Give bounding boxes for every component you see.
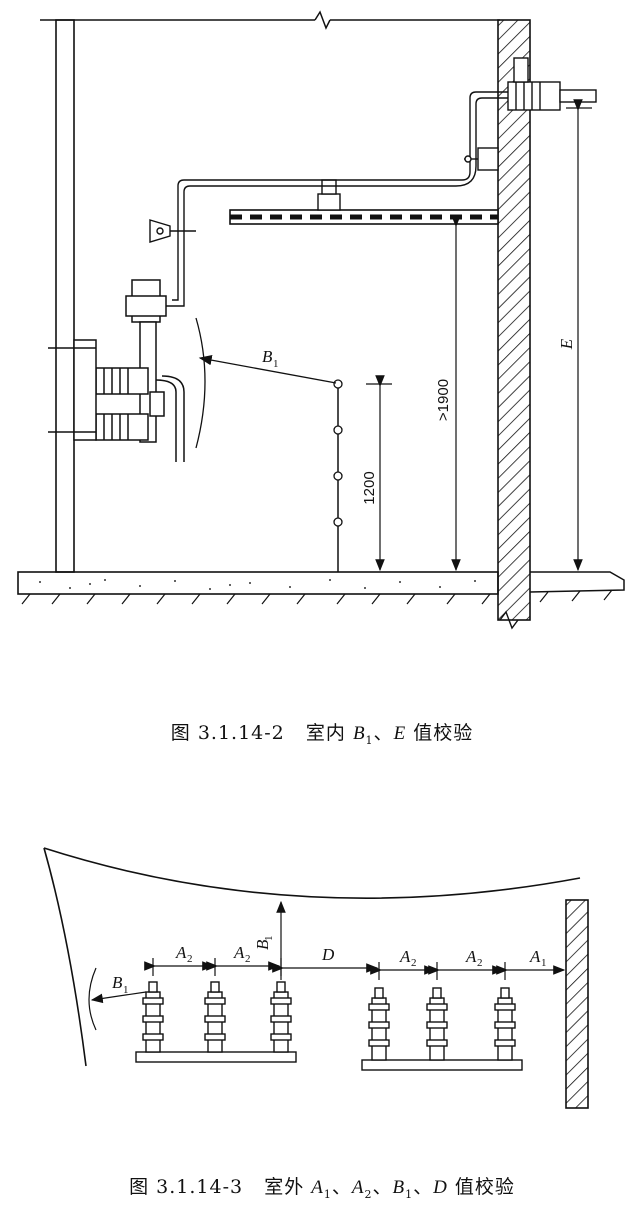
b1-label: B: [262, 347, 273, 366]
post-insulator: [317, 179, 341, 211]
insulator-group-right: [361, 987, 523, 1071]
figure2-caption: 图 3.1.14-3 室外 A1、A2、B1、D 值校验: [129, 1176, 515, 1201]
svg-text:2: 2: [245, 953, 251, 965]
overhead-conductor: [43, 847, 581, 899]
outdoor-ground: [529, 571, 625, 593]
left-envelope: [43, 847, 87, 1067]
floor-ground-hatch: [21, 593, 491, 605]
insulator-group-left: [135, 981, 297, 1063]
a2-label-1: A: [175, 943, 187, 962]
a1-label: A: [529, 947, 541, 966]
svg-text:1: 1: [263, 936, 275, 942]
svg-text:2: 2: [187, 953, 193, 965]
b1-clearance-arc: [195, 317, 206, 449]
busbar-conductor: [166, 91, 510, 307]
b1-side-label: B: [112, 973, 123, 992]
b1-label-sub: 1: [273, 358, 279, 370]
left-pole: [55, 19, 75, 573]
b1-arrow: [198, 355, 337, 384]
wall-bushing: [507, 57, 597, 111]
d-label: D: [321, 945, 335, 964]
dim-1900-label: >1900: [435, 379, 452, 421]
figure-outdoor: A 2 A 2 D A 2 A 2 A 1 B 1 B 1: [43, 847, 589, 1109]
right-wall: [497, 19, 531, 621]
a2-label-2: A: [233, 943, 245, 962]
clamp-insulator: [149, 219, 196, 243]
figure2-caption-number: 图 3.1.14-3: [129, 1176, 244, 1198]
dim-e-label: E: [557, 338, 576, 350]
svg-text:2: 2: [477, 957, 483, 969]
svg-text:1: 1: [123, 984, 129, 996]
svg-text:1: 1: [541, 957, 547, 969]
a2-label-4: A: [465, 947, 477, 966]
a2-label-3: A: [399, 947, 411, 966]
break-mark: [314, 10, 331, 30]
b1-side-arrow: [90, 991, 147, 1004]
outdoor-wall: [565, 899, 589, 1109]
dim-1200-label: 1200: [361, 471, 378, 504]
breaker-assembly: [48, 279, 185, 462]
figure-indoor: B 1 1200 >1900 E: [17, 10, 625, 630]
figure1-caption: 图 3.1.14-2 室内 B1、E 值校验: [170, 722, 474, 747]
barrier-post: [333, 379, 343, 572]
floor-texture: [39, 579, 476, 590]
figure1-caption-number: 图 3.1.14-2: [170, 722, 285, 744]
svg-text:2: 2: [411, 957, 417, 969]
b1-vertical-label: B: [253, 939, 272, 950]
floor-slab: [17, 571, 499, 595]
wall-insulator: [464, 147, 499, 171]
